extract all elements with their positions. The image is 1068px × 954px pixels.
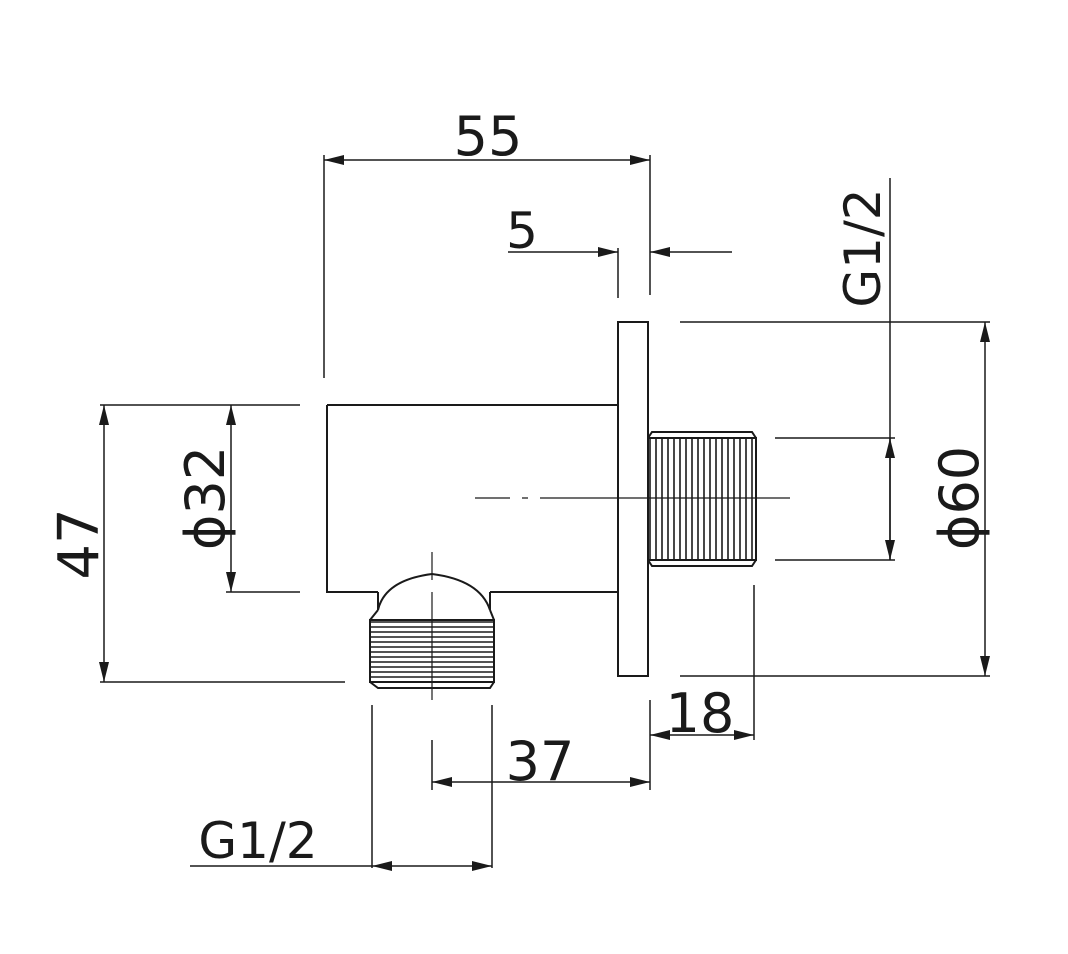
extension-lines (100, 155, 990, 868)
label-phi60: ϕ60 (928, 446, 991, 550)
outlet-dome (377, 572, 491, 611)
dimension-labels: 55 5 G1/2 ϕ60 ϕ32 47 18 37 G1/2 (47, 105, 991, 870)
dimension-lines (99, 155, 990, 871)
label-phi32: ϕ32 (174, 446, 237, 550)
label-18: 18 (666, 682, 735, 745)
wall-flange (617, 321, 649, 677)
right-thread (647, 431, 757, 567)
label-47: 47 (47, 508, 112, 579)
label-5: 5 (506, 202, 538, 260)
centre-lines (431, 497, 790, 700)
label-g12-right: G1/2 (834, 188, 892, 307)
body-cylinder (326, 404, 618, 593)
label-g12-bottom: G1/2 (198, 812, 317, 870)
label-55: 55 (454, 105, 523, 168)
label-37: 37 (506, 730, 575, 793)
part-outline (326, 321, 649, 677)
